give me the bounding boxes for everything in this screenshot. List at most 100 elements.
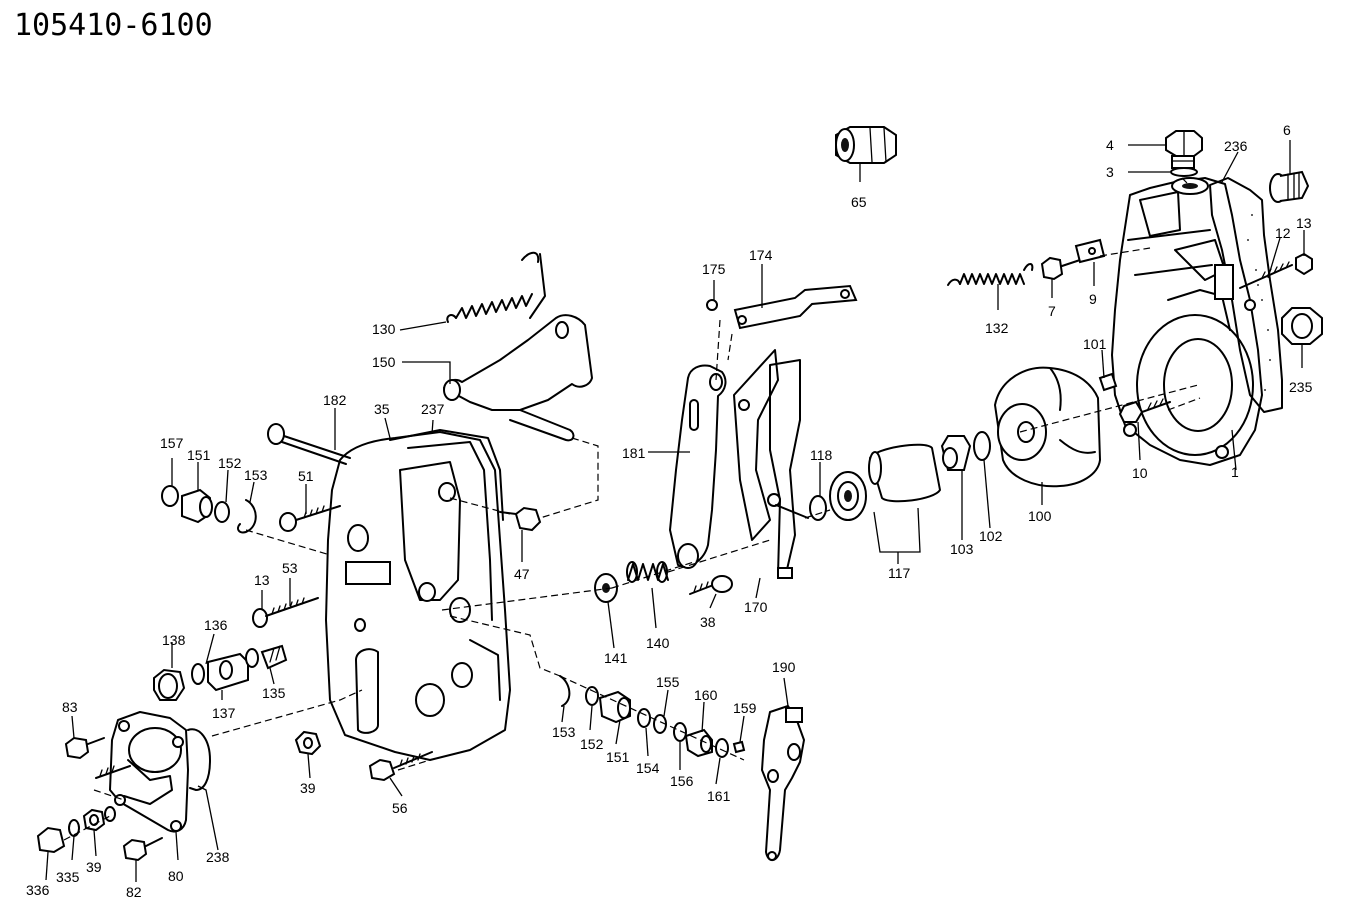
label-102: 102 <box>979 528 1003 544</box>
label-157: 157 <box>160 435 184 451</box>
part-170-guide-lever <box>733 349 809 579</box>
label-4: 4 <box>1106 137 1114 153</box>
part-3-washer <box>1170 167 1198 177</box>
label-135: 135 <box>262 685 286 701</box>
part-154-washer <box>637 708 651 728</box>
label-39-mid: 39 <box>300 780 316 796</box>
part-132-spring <box>947 263 1034 286</box>
label-12: 12 <box>1275 225 1291 241</box>
label-153-upper: 153 <box>244 467 268 483</box>
part-137-nut <box>207 652 249 692</box>
label-154: 154 <box>636 760 660 776</box>
gasket-stipple <box>1247 214 1271 391</box>
part-labels: 4 3 236 6 65 13 12 174 175 132 7 9 130 1… <box>26 122 1313 900</box>
part-237-gasket <box>389 429 504 521</box>
label-335: 335 <box>56 869 80 885</box>
part-160-bushing <box>684 728 713 758</box>
label-237: 237 <box>421 401 445 417</box>
part-152-oring-upper <box>214 501 230 523</box>
label-190: 190 <box>772 659 796 675</box>
label-101: 101 <box>1083 336 1107 352</box>
label-9: 9 <box>1089 291 1097 307</box>
part-39-nut-lower <box>82 808 106 832</box>
part-151-sleeve-upper <box>181 488 213 524</box>
part-336-cap-nut <box>36 826 66 854</box>
label-156: 156 <box>670 773 694 789</box>
part-117-sleeve-bearing <box>829 443 941 521</box>
label-150: 150 <box>372 354 396 370</box>
label-151-upper: 151 <box>187 447 211 463</box>
label-47: 47 <box>514 566 530 582</box>
part-102-washer <box>973 431 991 461</box>
part-130-spring <box>446 251 540 323</box>
label-39-lower: 39 <box>86 859 102 875</box>
label-130: 130 <box>372 321 396 337</box>
part-9-bracket <box>1074 238 1106 264</box>
label-80: 80 <box>168 868 184 884</box>
label-51: 51 <box>298 468 314 484</box>
label-3: 3 <box>1106 164 1114 180</box>
label-132: 132 <box>985 320 1009 336</box>
label-153-lower: 153 <box>552 724 576 740</box>
part-83-bolt <box>64 736 105 760</box>
label-13-top: 13 <box>1296 215 1312 231</box>
label-10: 10 <box>1132 465 1148 481</box>
part-153-snap-ring-upper <box>237 499 257 534</box>
part-56-bolt <box>368 751 433 782</box>
label-175: 175 <box>702 261 726 277</box>
part-47-bolt <box>499 506 542 532</box>
label-103: 103 <box>950 541 974 557</box>
part-136-washer <box>191 663 205 685</box>
part-65-sleeve-nut <box>835 126 897 164</box>
part-235-cap-nut <box>1281 307 1323 345</box>
part-10-bolt <box>1118 398 1171 423</box>
part-140-spring <box>626 561 669 583</box>
label-53: 53 <box>282 560 298 576</box>
label-138: 138 <box>162 632 186 648</box>
part-174-link-plate <box>733 284 858 330</box>
label-38: 38 <box>700 614 716 630</box>
label-159: 159 <box>733 700 757 716</box>
part-12-stud <box>1239 261 1293 289</box>
part-238-gasket <box>187 728 211 791</box>
label-235: 235 <box>1289 379 1313 395</box>
part-7-bolt <box>1040 256 1081 281</box>
part-135-washer <box>245 648 259 668</box>
label-82: 82 <box>126 884 142 900</box>
part-152-oring-lower <box>585 686 599 706</box>
part-4-plug <box>1165 130 1203 169</box>
part-38-bolt <box>689 575 733 595</box>
label-160: 160 <box>694 687 718 703</box>
part-100-flyweight-holder <box>994 366 1101 488</box>
label-182: 182 <box>323 392 347 408</box>
label-136: 136 <box>204 617 228 633</box>
part-151-sleeve-lower <box>598 690 631 724</box>
part-175-clip <box>706 299 718 311</box>
label-1: 1 <box>1231 464 1239 480</box>
part-190-control-lever <box>761 705 805 861</box>
part-35-governor-cover <box>325 431 511 761</box>
part-118-washer <box>809 495 827 521</box>
part-135-screw <box>260 644 288 670</box>
label-118: 118 <box>810 447 833 463</box>
label-155: 155 <box>656 674 680 690</box>
part-82-bolt <box>122 837 163 862</box>
label-65: 65 <box>851 194 867 210</box>
label-13-mid: 13 <box>254 572 270 588</box>
label-117: 117 <box>888 565 911 581</box>
label-152-lower: 152 <box>580 736 604 752</box>
label-83: 83 <box>62 699 78 715</box>
label-141: 141 <box>604 650 628 666</box>
part-181-tension-lever <box>669 364 727 569</box>
label-137: 137 <box>212 705 236 721</box>
part-6-screw-plug <box>1269 170 1310 203</box>
label-151-lower: 151 <box>606 749 630 765</box>
part-80-stud <box>95 765 131 779</box>
part-153-snap-ring-lower <box>559 675 571 707</box>
leader-lines <box>45 140 1305 882</box>
part-182-stud <box>267 423 351 465</box>
label-6: 6 <box>1283 122 1291 138</box>
part-159-pin <box>732 740 746 754</box>
label-170: 170 <box>744 599 768 615</box>
